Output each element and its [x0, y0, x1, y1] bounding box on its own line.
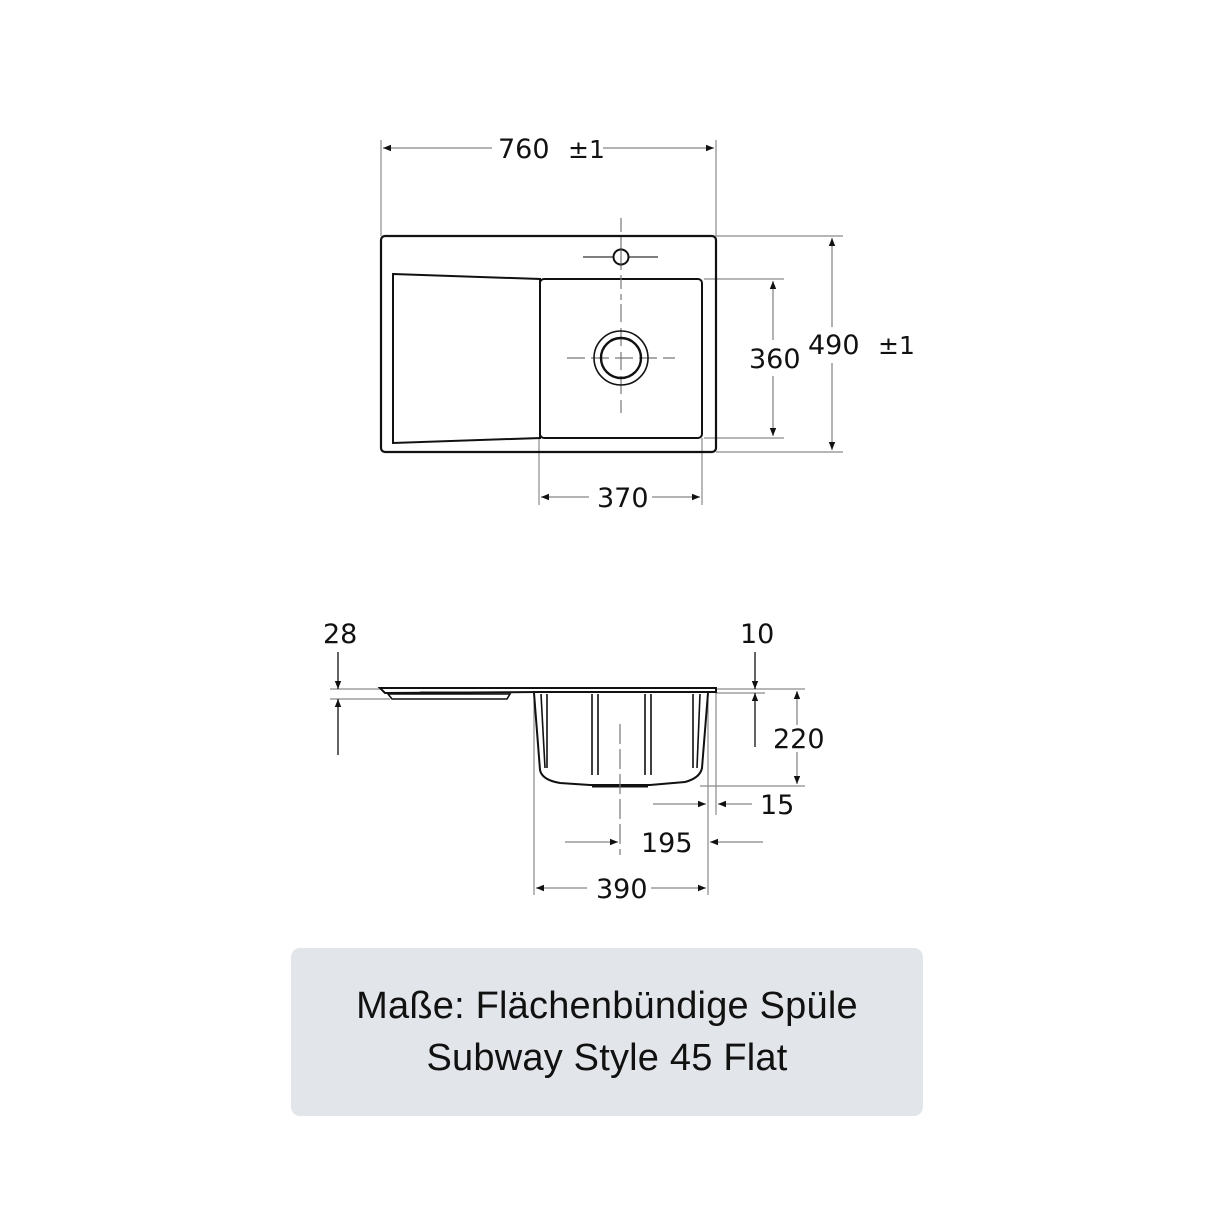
dimension-bowl-height: 220 [773, 691, 825, 784]
caption-box: Maße: Flächenbündige Spüle Subway Style … [291, 948, 923, 1116]
drainboard-underside [386, 693, 512, 700]
rim-profile [377, 687, 717, 695]
rim-offset-value: 15 [760, 790, 794, 821]
overall-depth-value: 490 [808, 330, 860, 361]
rim-thickness-left-value: 28 [323, 619, 357, 650]
overall-width-tolerance: ±1 [568, 135, 605, 164]
dimension-overall-depth: 490 ±1 [808, 238, 915, 450]
dimension-bowl-depth: 360 [749, 281, 801, 436]
side-view: 28 10 220 15 195 390 [323, 619, 825, 905]
sink-outline [379, 234, 718, 454]
dimension-rim-thickness-left: 28 [323, 619, 357, 755]
overall-depth-tolerance: ±1 [878, 331, 915, 360]
dimension-rim-offset: 15 [653, 790, 794, 821]
dimension-bowl-outer-width: 390 [536, 874, 706, 905]
drain-offset-value: 195 [641, 828, 693, 859]
bowl-width-value: 370 [597, 483, 649, 514]
overall-width-value: 760 [498, 134, 550, 165]
dimension-drain-offset: 195 [565, 828, 763, 859]
tap-hole [583, 218, 658, 300]
top-view: 760 ±1 360 [379, 134, 915, 514]
dimension-rim-thickness-right: 10 [740, 619, 774, 747]
drainboard [392, 272, 541, 445]
dimension-bowl-width: 370 [541, 483, 700, 514]
rim-thickness-right-value: 10 [740, 619, 774, 650]
bowl-depth-value: 360 [749, 344, 801, 375]
caption-subtitle: Subway Style 45 Flat [426, 1037, 788, 1079]
dimension-overall-width: 760 ±1 [383, 134, 714, 165]
drain [567, 304, 675, 413]
bowl-ribs [540, 693, 701, 775]
bowl-height-value: 220 [773, 724, 825, 755]
bowl-profile [533, 692, 709, 786]
bowl-outer-width-value: 390 [596, 874, 648, 905]
technical-drawing: 760 ±1 360 [323, 134, 915, 905]
caption-title: Maße: Flächenbündige Spüle [356, 985, 858, 1027]
